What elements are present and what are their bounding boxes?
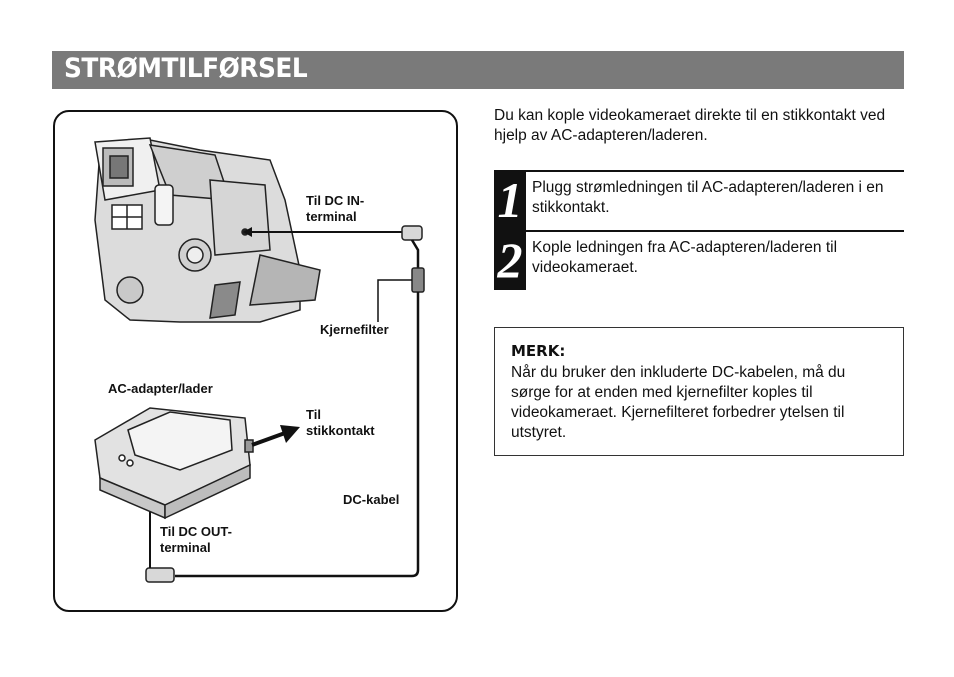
step-rule	[526, 170, 904, 172]
step-1: 1 Plugg strømledningen til AC-adapteren/…	[494, 170, 904, 230]
step-number: 2	[494, 230, 526, 290]
page-title: STRØMTILFØRSEL	[64, 53, 308, 84]
step-rule	[526, 230, 904, 232]
ac-adapter-icon	[94, 407, 254, 520]
dc-cable-label: DC-kabel	[343, 492, 400, 507]
step-text: Plugg strømledningen til AC-adapteren/la…	[532, 179, 884, 216]
core-filter-icon	[411, 267, 425, 293]
dc-in-terminal-label: Til DC IN- terminal	[306, 193, 365, 224]
intro-text: Du kan kople videokameraet direkte til e…	[494, 107, 886, 144]
dc-out-terminal-label: Til DC OUT- terminal	[160, 524, 232, 555]
step-2: 2 Kople ledningen fra AC-adapteren/lader…	[494, 230, 904, 290]
note-body: Når du bruker den inkluderte DC-kabelen,…	[511, 364, 846, 441]
note-title: MERK:	[511, 342, 566, 360]
step-number: 1	[494, 170, 526, 230]
dc-in-plug-icon	[401, 225, 423, 241]
title-bar: STRØMTILFØRSEL	[52, 51, 904, 89]
outlet-label: Til stikkontakt	[306, 407, 375, 438]
note-box: MERK: Når du bruker den inkluderte DC-ka…	[494, 327, 904, 456]
adapter-label: AC-adapter/lader	[108, 381, 213, 396]
dc-out-plug-icon	[145, 567, 175, 583]
step-text: Kople ledningen fra AC-adapteren/laderen…	[532, 239, 838, 276]
camcorder-icon	[94, 137, 321, 323]
core-filter-label: Kjernefilter	[320, 322, 389, 337]
diagram-frame	[53, 110, 458, 612]
